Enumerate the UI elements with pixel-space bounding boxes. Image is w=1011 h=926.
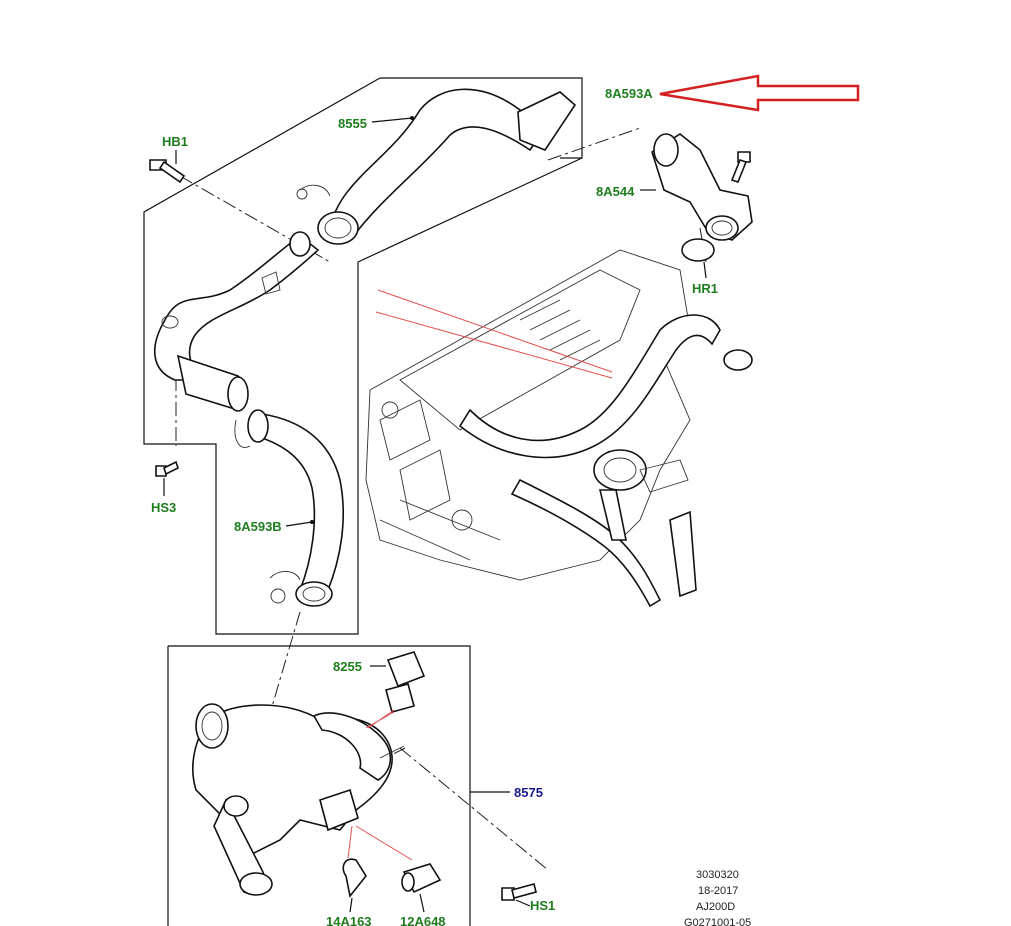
hose-8a593b [234,409,345,607]
label-hs3: HS3 [151,500,176,515]
label-8a593a: 8A593A [605,86,653,101]
meta-line-2: 18-2017 [698,885,738,897]
hose-8555 [296,88,577,245]
sensor-12a648 [401,863,442,894]
outlet-8a544 [651,133,753,241]
thermostat-housing-8575 [192,703,405,896]
pointer-line-upper [377,289,613,373]
label-hs1: HS1 [530,898,555,913]
engine-bay-illustration [365,249,753,608]
label-8575: 8575 [514,785,543,800]
label-8a593b: 8A593B [234,519,282,534]
label-14a163: 14A163 [326,914,372,926]
label-hr1: HR1 [692,281,718,296]
clip-14a163 [342,858,367,898]
pointer-8255 [365,709,395,729]
leader-lines [163,116,707,913]
bolt-8a544 [730,151,751,183]
upper-group-frame [143,77,583,635]
label-8255: 8255 [333,659,362,674]
meta-line-4: G0271001-05 [684,917,751,926]
pointer-sensor [347,825,413,861]
label-hb1: HB1 [162,134,188,149]
label-8a544: 8A544 [596,184,635,199]
bolt-hs1 [501,883,537,901]
bolt-hs3 [155,460,179,477]
lower-group-frame [167,645,471,926]
pointer-line-lower [375,311,613,379]
label-8555: 8555 [338,116,367,131]
meta-line-1: 3030320 [696,869,739,881]
gasket-8255 [385,651,426,713]
label-12a648: 12A648 [400,914,446,926]
meta-line-3: AJ200D [696,901,735,913]
hose-8a593a [154,231,320,412]
highlight-arrow [659,74,860,112]
assembly-lines [175,127,707,871]
bolt-hb1 [149,159,186,184]
o-ring-hr1 [681,238,715,262]
